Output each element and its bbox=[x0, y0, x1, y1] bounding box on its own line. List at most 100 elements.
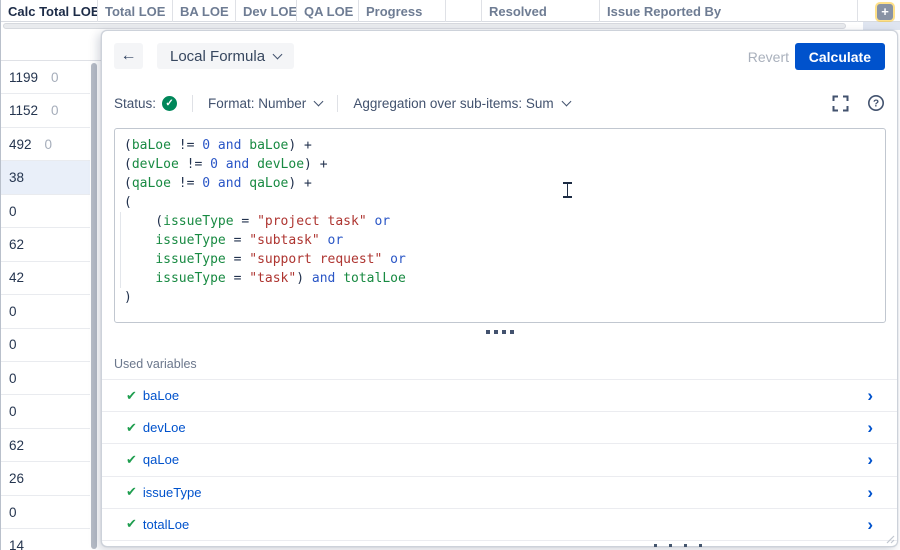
fullscreen-icon bbox=[832, 95, 849, 111]
column-header-label: Calc Total LOE bbox=[8, 3, 98, 19]
formula-type-dropdown[interactable]: Local Formula bbox=[157, 43, 295, 69]
code-line: (issueType = "project task" or bbox=[124, 214, 391, 229]
cell-value: 0 bbox=[9, 337, 17, 353]
column-header[interactable]: BA LOE bbox=[173, 0, 236, 22]
check-icon: ✔ bbox=[126, 419, 137, 435]
column-header[interactable]: Progress bbox=[359, 0, 446, 22]
table-row[interactable]: 0 bbox=[1, 295, 99, 329]
column-header[interactable]: Total LOE bbox=[98, 0, 173, 22]
divider bbox=[192, 94, 194, 112]
chevron-down-icon bbox=[272, 49, 283, 59]
table-row[interactable]: 0 bbox=[1, 495, 99, 530]
table-row[interactable]: 0 bbox=[1, 395, 99, 429]
table-row[interactable]: 42 bbox=[1, 261, 99, 296]
cell-value: 1199 bbox=[9, 69, 39, 85]
cell-value: 492 bbox=[9, 136, 32, 152]
variable-name-link[interactable]: totalLoe bbox=[142, 516, 190, 532]
column-header-label: BA LOE bbox=[180, 3, 229, 19]
horizontal-scrollbar-thumb[interactable] bbox=[3, 23, 846, 29]
cell-value: 0 bbox=[9, 370, 17, 386]
chevron-right-icon[interactable]: › bbox=[867, 514, 873, 534]
cell-value: 14 bbox=[9, 538, 25, 550]
table-row[interactable]: 62 bbox=[1, 428, 99, 463]
vertical-scrollbar[interactable] bbox=[90, 62, 99, 550]
horizontal-scrollbar-track bbox=[863, 22, 900, 30]
code-line: (devLoe != 0 and devLoe) + bbox=[124, 157, 328, 172]
indent-guide-line bbox=[120, 212, 121, 288]
format-dropdown[interactable]: Format: Number bbox=[208, 95, 324, 111]
table-row[interactable]: 492 0 bbox=[1, 127, 99, 162]
variable-name-link[interactable]: baLoe bbox=[142, 388, 180, 404]
chevron-down-icon bbox=[561, 96, 572, 106]
status-label: Status: bbox=[114, 95, 157, 111]
calculate-button[interactable]: Calculate bbox=[794, 43, 885, 70]
table-row[interactable]: 1152 0 bbox=[1, 94, 99, 128]
variable-row[interactable]: ✔qaLoe› bbox=[102, 444, 897, 477]
cell-secondary-value: 0 bbox=[51, 69, 59, 85]
column-header[interactable]: Calc Total LOE bbox=[1, 0, 98, 22]
divider bbox=[337, 94, 339, 112]
table-row[interactable]: 1199 0 bbox=[1, 61, 99, 95]
aggregation-dropdown[interactable]: Aggregation over sub-items: Sum bbox=[353, 96, 572, 111]
vertical-scrollbar-thumb[interactable] bbox=[91, 63, 97, 549]
resize-grip-icon[interactable] bbox=[886, 535, 895, 544]
arrow-left-icon: ← bbox=[120, 47, 137, 64]
fullscreen-button[interactable] bbox=[832, 95, 849, 112]
cell-secondary-value: 0 bbox=[44, 136, 53, 152]
column-header-label: Total LOE bbox=[105, 3, 166, 19]
table-row[interactable]: 26 bbox=[1, 462, 99, 496]
column-header[interactable]: QA LOE bbox=[297, 0, 359, 22]
cell-secondary-value: 0 bbox=[51, 103, 59, 119]
table-row[interactable]: 0 bbox=[1, 328, 99, 363]
revert-button[interactable]: Revert bbox=[747, 49, 789, 65]
formula-code: (baLoe != 0 and baLoe) +(devLoe != 0 and… bbox=[124, 136, 876, 307]
check-icon: ✔ bbox=[126, 516, 137, 532]
variable-name-link[interactable]: issueType bbox=[142, 484, 202, 500]
table-row[interactable]: 62 bbox=[1, 228, 99, 262]
variable-name-link[interactable]: devLoe bbox=[142, 420, 186, 436]
cell-value: 1152 bbox=[9, 103, 39, 119]
cell-value: 26 bbox=[9, 471, 25, 487]
plus-icon: + bbox=[881, 4, 889, 19]
chevron-right-icon[interactable]: › bbox=[867, 482, 873, 502]
table-row[interactable]: 0 bbox=[1, 362, 99, 396]
code-line: issueType = "subtask" or bbox=[155, 233, 344, 248]
column-header[interactable]: Resolved bbox=[482, 0, 600, 22]
cell-value: 62 bbox=[9, 236, 25, 252]
column-header-label: Resolved bbox=[489, 3, 547, 19]
column-header[interactable] bbox=[446, 0, 482, 22]
cell-value: 62 bbox=[9, 437, 25, 453]
empty-grid-row bbox=[1, 30, 101, 61]
chevron-right-icon[interactable]: › bbox=[867, 450, 873, 470]
column-header-label: Progress bbox=[366, 3, 423, 19]
help-button[interactable]: ? bbox=[867, 94, 885, 112]
back-button[interactable]: ← bbox=[114, 43, 143, 69]
variable-row[interactable]: ✔ totalLoe › bbox=[102, 509, 897, 541]
table-row[interactable]: 38 bbox=[1, 161, 99, 195]
status-valid-icon: ✓ bbox=[162, 95, 178, 111]
add-column-button[interactable]: + bbox=[877, 4, 893, 20]
chevron-down-icon bbox=[313, 96, 324, 106]
cell-value: 38 bbox=[9, 170, 25, 186]
variable-row[interactable]: ✔ devLoe › bbox=[102, 412, 897, 445]
table-row[interactable]: 14 bbox=[1, 529, 99, 550]
column-header[interactable]: Issue Reported By bbox=[600, 0, 858, 22]
chevron-right-icon[interactable]: › bbox=[867, 418, 873, 438]
chevron-right-icon[interactable]: › bbox=[867, 386, 873, 406]
formula-code-editor[interactable]: (baLoe != 0 and baLoe) +(devLoe != 0 and… bbox=[114, 128, 886, 323]
used-variables-list: ✔baLoe›✔devLoe›✔qaLoe›✔issueType›✔totalL… bbox=[102, 379, 897, 541]
table-row[interactable]: 0 bbox=[1, 194, 99, 229]
code-line: ) bbox=[124, 290, 132, 305]
panel-resize-handle[interactable] bbox=[654, 544, 702, 547]
column-header-label: Issue Reported By bbox=[607, 3, 722, 19]
column-header[interactable]: Dev LOE bbox=[236, 0, 297, 22]
editor-resize-handle[interactable] bbox=[485, 330, 514, 334]
column-header-label: Dev LOE bbox=[243, 3, 297, 19]
variable-row[interactable]: ✔issueType› bbox=[102, 477, 897, 509]
cell-value: 0 bbox=[9, 203, 17, 219]
format-label: Format: Number bbox=[208, 95, 307, 111]
variable-row[interactable]: ✔baLoe› bbox=[102, 380, 897, 413]
variable-name-link[interactable]: qaLoe bbox=[142, 452, 180, 468]
column-header-label: QA LOE bbox=[304, 3, 354, 19]
